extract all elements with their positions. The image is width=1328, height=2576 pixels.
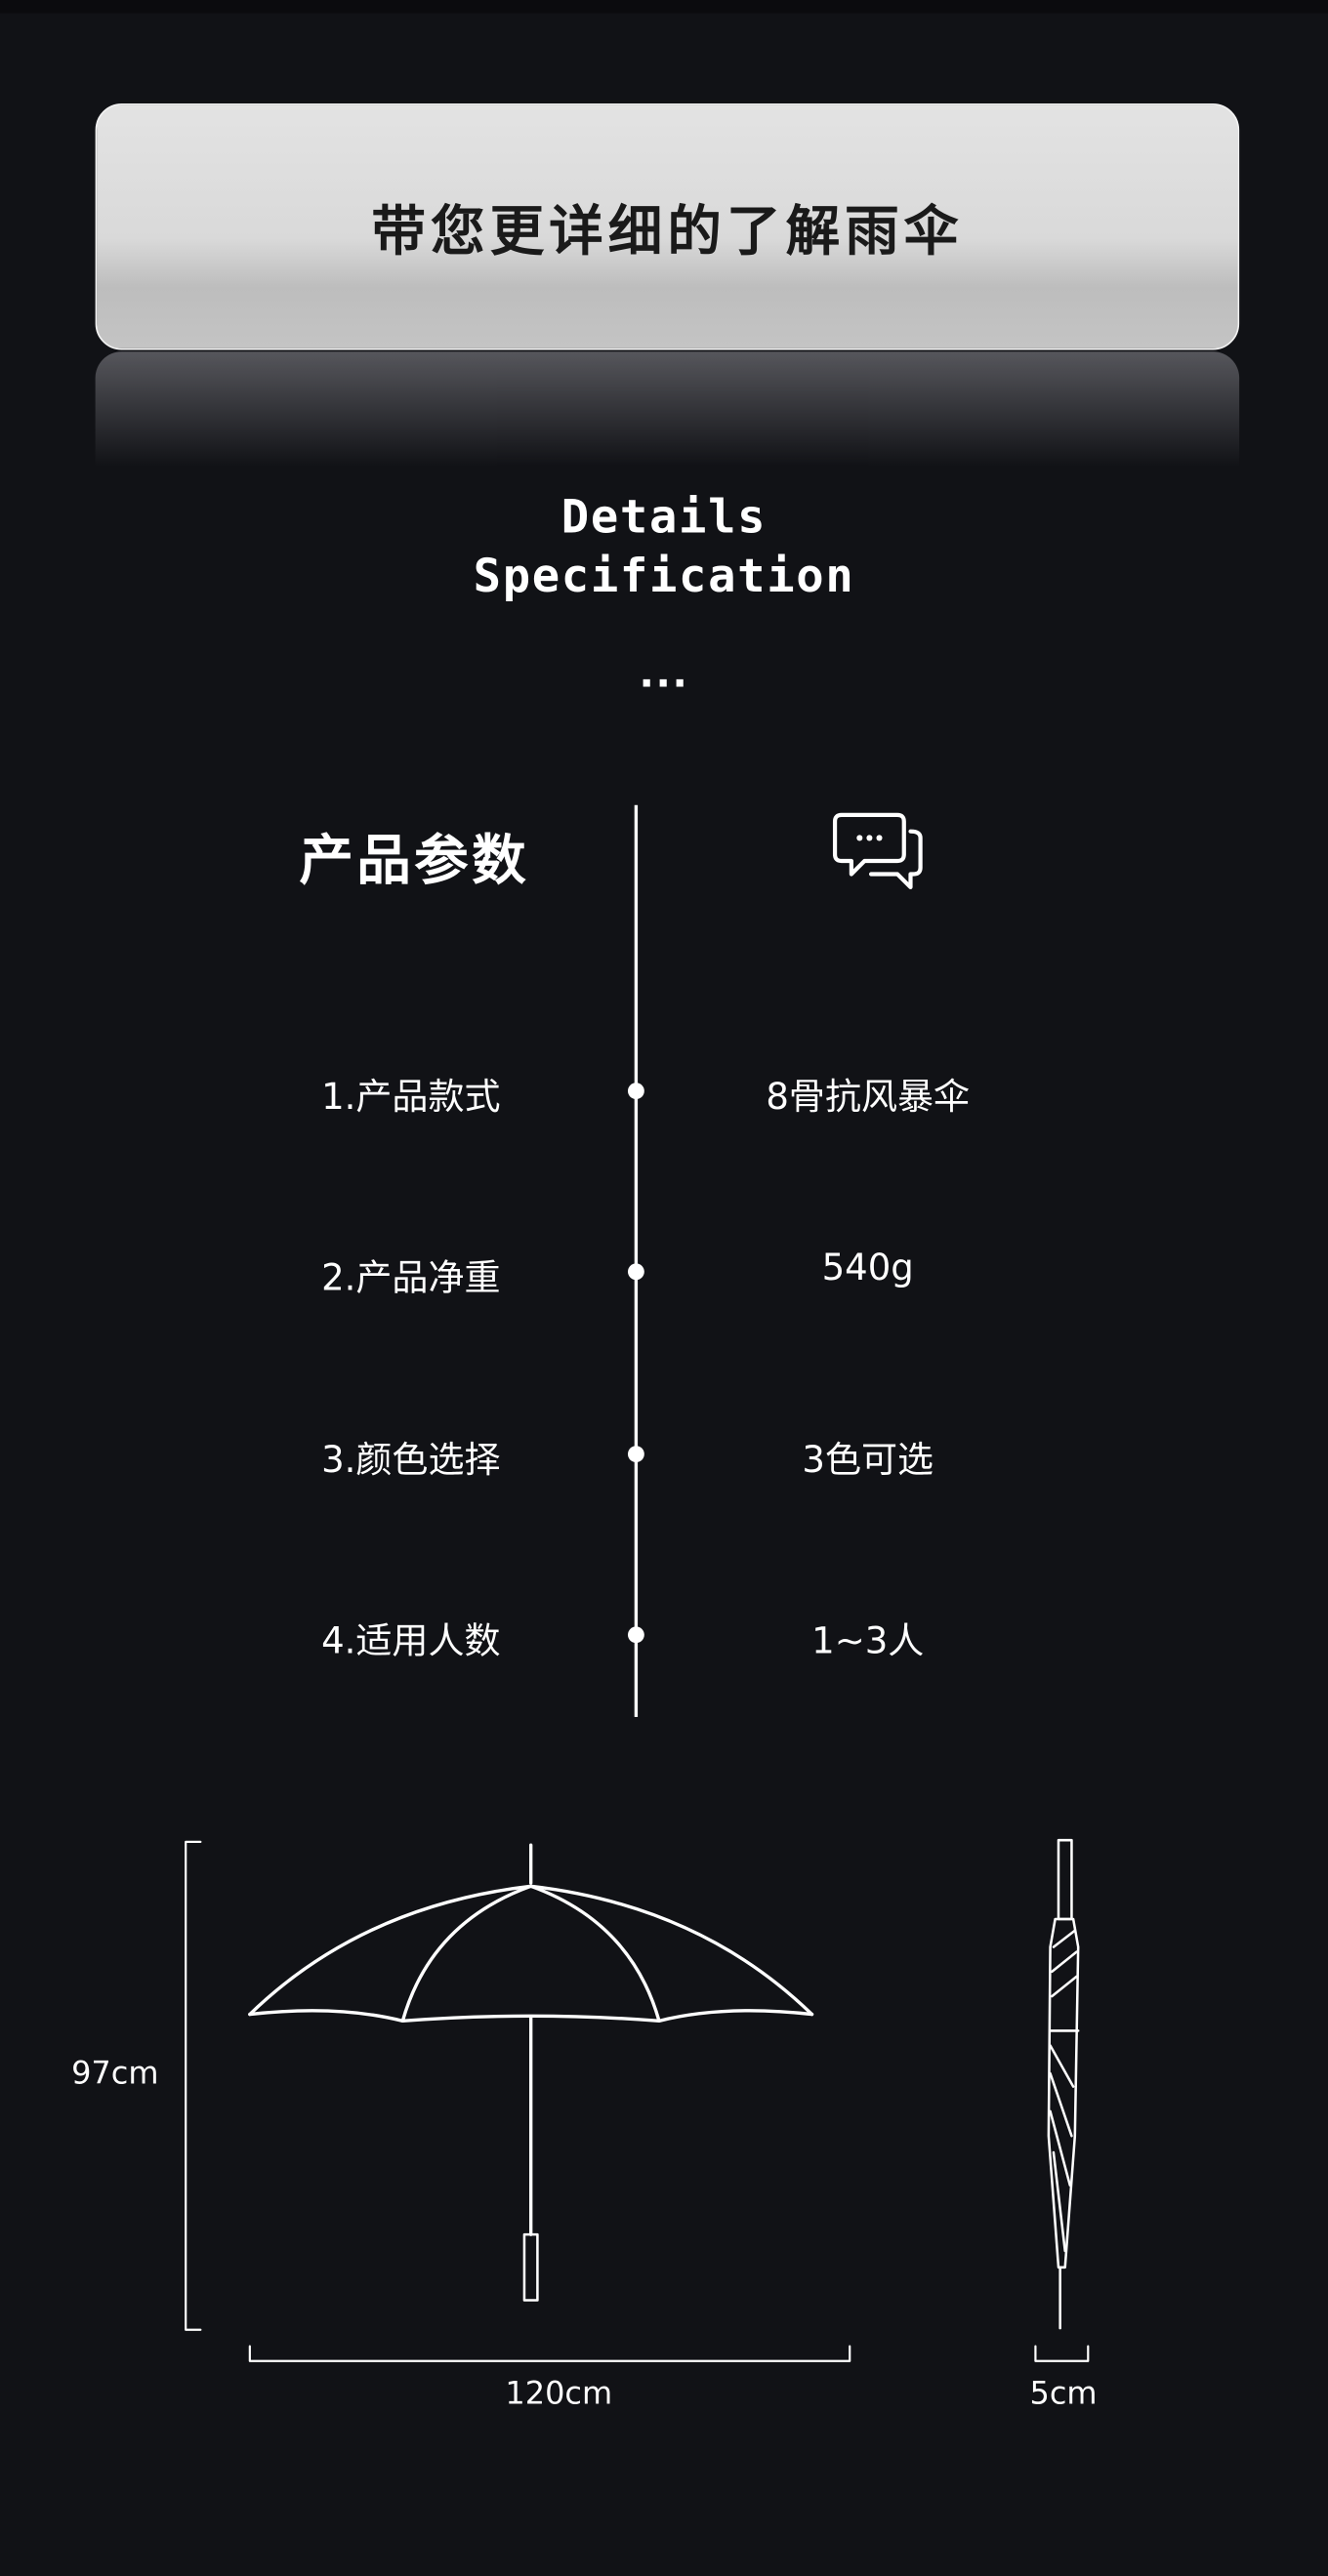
chat-bubbles-icon (832, 812, 923, 890)
header-title: 带您更详细的了解雨伞 (371, 198, 964, 264)
param-value: 8骨抗风暴伞 (766, 1078, 971, 1120)
param-label: 2.产品净重 (321, 1258, 501, 1300)
card-reflection (95, 351, 1240, 468)
width-label: 120cm (505, 2375, 613, 2412)
param-value: 540g (821, 1248, 914, 1290)
param-label: 3.颜色选择 (321, 1441, 501, 1483)
subtitle-details: Details (560, 489, 768, 545)
param-label: 1.产品款式 (321, 1078, 501, 1120)
param-label: 4.适用人数 (321, 1621, 501, 1663)
timeline-node (627, 1446, 644, 1463)
timeline-node (627, 1083, 644, 1100)
top-band (0, 0, 1328, 14)
timeline-node (627, 1626, 644, 1644)
header-card: 带您更详细的了解雨伞 (95, 103, 1240, 350)
subtitle-specification: Specification (473, 549, 855, 603)
params-title: 产品参数 (299, 828, 529, 892)
closed-umbrella-icon (1047, 1838, 1080, 2330)
closed-width-bracket (1034, 2345, 1090, 2362)
closed-width-label: 5cm (1029, 2375, 1098, 2412)
height-label: 97cm (71, 2055, 159, 2092)
param-value: 1~3人 (811, 1621, 925, 1663)
open-umbrella-icon (248, 1843, 814, 2302)
timeline-node (627, 1263, 644, 1281)
timeline-line (634, 804, 639, 1717)
width-bracket (248, 2345, 851, 2362)
height-bracket (185, 1840, 202, 2331)
ellipsis: ... (639, 650, 689, 697)
param-value: 3色可选 (802, 1441, 934, 1483)
